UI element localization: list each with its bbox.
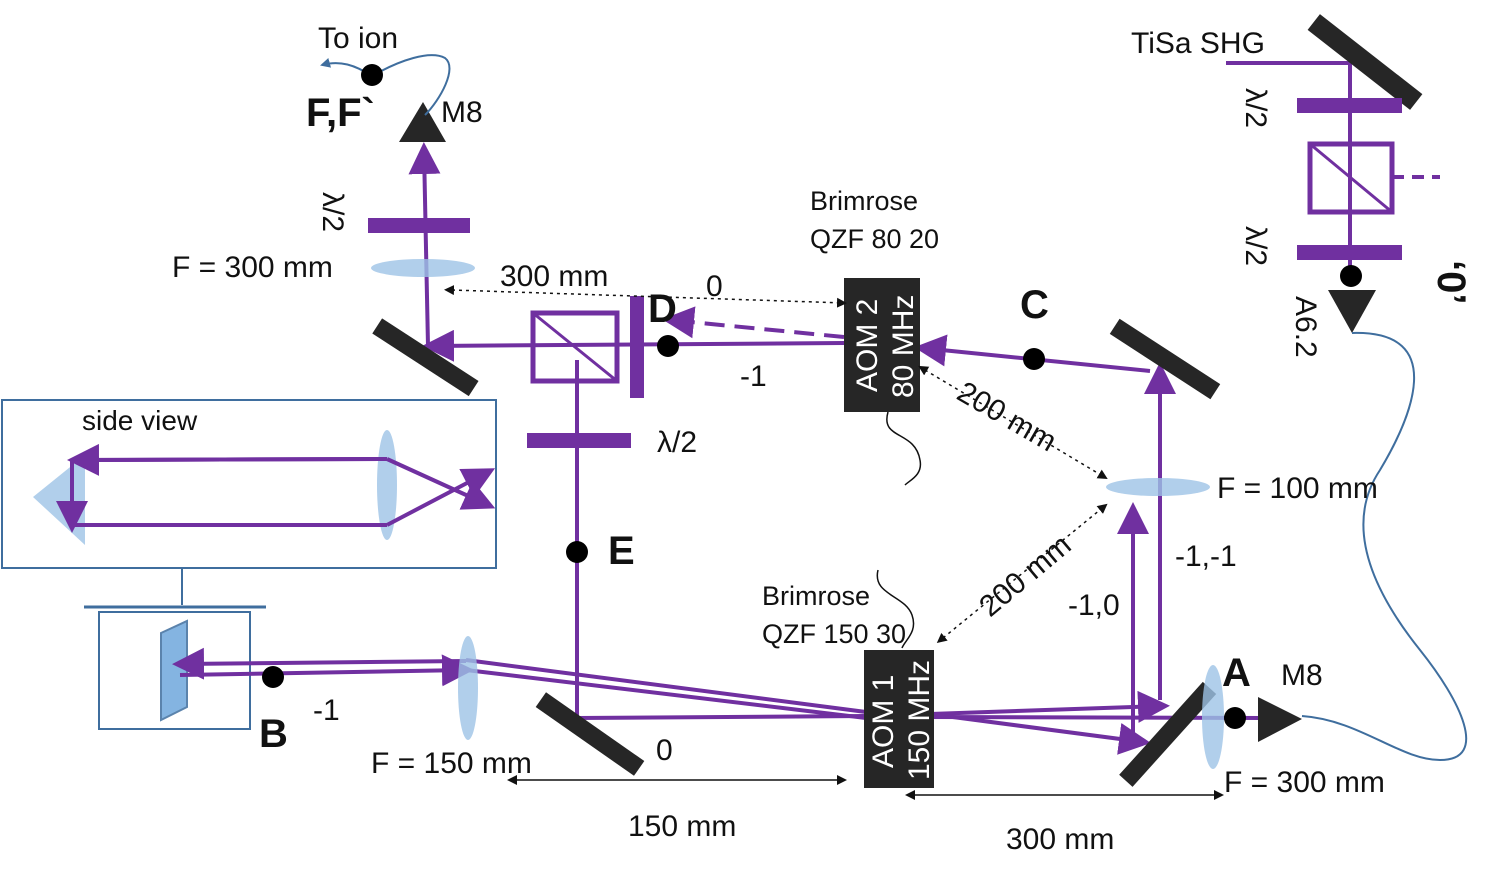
label-f100: F = 100 mm bbox=[1217, 472, 1378, 505]
aom2-box bbox=[844, 278, 920, 412]
label-300-top: 300 mm bbox=[500, 260, 608, 293]
lens-f100 bbox=[1106, 478, 1210, 496]
beam-aom2-dashed-d bbox=[662, 306, 845, 339]
label-point-e: E bbox=[608, 529, 635, 573]
waveplate-pbs-down bbox=[527, 433, 631, 448]
label-lambda-pbs: λ/2 bbox=[657, 426, 697, 459]
point-0-dot bbox=[1340, 265, 1362, 287]
label-point-a: A bbox=[1222, 651, 1251, 695]
beam-from-retro bbox=[179, 654, 474, 687]
label-f300-left: F = 300 mm bbox=[172, 251, 333, 284]
mirror-bottom-e bbox=[535, 692, 645, 776]
waveplate-d bbox=[630, 296, 644, 398]
beam-aom1-order-m10 bbox=[929, 712, 1151, 755]
side-beam-return bbox=[67, 443, 388, 476]
label-200-upper: 200 mm bbox=[952, 375, 1062, 458]
retro-holder-box bbox=[98, 611, 251, 730]
label-brimrose1-line1: Brimrose bbox=[762, 581, 870, 611]
fiber-coupler-m8-right-icon bbox=[1258, 697, 1302, 742]
label-brimrose1-line2: QZF 150 30 bbox=[762, 619, 906, 649]
retro-prism-icon bbox=[160, 619, 188, 722]
label-m8-right: M8 bbox=[1281, 659, 1323, 692]
beam-up-to-m8 bbox=[408, 142, 441, 347]
mirror-near-a bbox=[1119, 681, 1217, 787]
side-beam-cross-1 bbox=[386, 457, 496, 510]
aom1-cable bbox=[876, 569, 915, 649]
lens-f150 bbox=[458, 636, 478, 740]
dim-200-upper bbox=[918, 365, 1108, 480]
dim-300-top bbox=[444, 285, 847, 308]
fiber-a62-to-m8 bbox=[1301, 331, 1468, 762]
label-a62: A6.2 bbox=[1289, 296, 1322, 358]
point-e-dot bbox=[566, 541, 588, 563]
prism-icon bbox=[33, 455, 85, 545]
aom2-label-line2: 80 MHz bbox=[887, 295, 920, 398]
fiber-coupler-a62-icon bbox=[1328, 290, 1376, 333]
label-zero-top: 0 bbox=[706, 270, 723, 303]
label-point-c: C bbox=[1020, 283, 1049, 327]
side-view-label: side view bbox=[82, 405, 198, 436]
label-minus1-aom2: -1 bbox=[740, 360, 767, 393]
label-f150: F = 150 mm bbox=[371, 747, 532, 780]
label-lambda-tisa-2: λ/2 bbox=[1239, 226, 1272, 266]
dim-200-lower bbox=[936, 503, 1108, 644]
label-ff: F,F` bbox=[306, 91, 375, 135]
label-150-bottom: 150 mm bbox=[628, 810, 736, 843]
side-beam-cross-2 bbox=[386, 468, 496, 527]
mirror-tisa bbox=[1307, 14, 1423, 110]
label-order-m10: -1,0 bbox=[1068, 589, 1120, 622]
fiber-coupler-m8-top-icon bbox=[399, 102, 446, 142]
beam-to-retro bbox=[172, 647, 467, 680]
label-lambda-top-left: λ/2 bbox=[316, 192, 349, 232]
aom1-label-line1: AOM 1 bbox=[867, 675, 900, 768]
label-order-m1m1: -1,-1 bbox=[1175, 540, 1237, 573]
waveplate-tisa-2 bbox=[1297, 245, 1402, 260]
label-tisa: TiSa SHG bbox=[1131, 27, 1265, 60]
label-zero-quote: ‘0’ bbox=[1429, 260, 1473, 304]
label-brimrose2-line1: Brimrose bbox=[810, 186, 918, 216]
point-a-dot bbox=[1224, 707, 1246, 729]
point-c-dot bbox=[1023, 348, 1045, 370]
label-lambda-tisa-1: λ/2 bbox=[1239, 88, 1272, 128]
beam-aom1-to-lens150-a bbox=[465, 658, 867, 714]
label-point-d: D bbox=[648, 287, 677, 331]
side-view-box bbox=[1, 399, 497, 569]
label-minus1-b: -1 bbox=[313, 694, 340, 727]
pbs-left bbox=[530, 310, 620, 384]
waveplate-tisa-1 bbox=[1297, 98, 1402, 113]
label-300-bottom: 300 mm bbox=[1006, 823, 1114, 856]
beam-aom1-order-m1m1 bbox=[929, 690, 1170, 723]
aom1-label-line2: 150 MHz bbox=[903, 660, 936, 780]
label-f300-right: F = 300 mm bbox=[1224, 766, 1385, 799]
label-m8-top: M8 bbox=[441, 96, 483, 129]
fiber-to-ion bbox=[371, 54, 451, 116]
point-b-dot bbox=[262, 666, 284, 688]
lens-f300-right bbox=[1202, 665, 1224, 769]
aom2-cable bbox=[886, 411, 922, 486]
aom2-label-line1: AOM 2 bbox=[851, 299, 884, 392]
label-200-lower: 200 mm bbox=[973, 528, 1077, 623]
pbs-tisa bbox=[1307, 141, 1395, 215]
label-point-b: B bbox=[259, 712, 288, 756]
mirror-top-left bbox=[372, 318, 479, 397]
label-to-ion: To ion bbox=[318, 22, 398, 55]
waveplate-top-left bbox=[368, 218, 470, 233]
point-ff-dot bbox=[361, 64, 383, 86]
beam-aom1-to-lens150-b bbox=[465, 668, 867, 720]
mirror-c bbox=[1109, 318, 1221, 400]
beam-mirror-to-aom1 bbox=[576, 714, 867, 720]
label-brimrose2-line2: QZF 80 20 bbox=[810, 224, 939, 254]
label-zero-bottom: 0 bbox=[656, 734, 673, 767]
lens-f300-left bbox=[371, 259, 475, 277]
aom1-box bbox=[864, 650, 934, 788]
point-d-dot bbox=[657, 335, 679, 357]
